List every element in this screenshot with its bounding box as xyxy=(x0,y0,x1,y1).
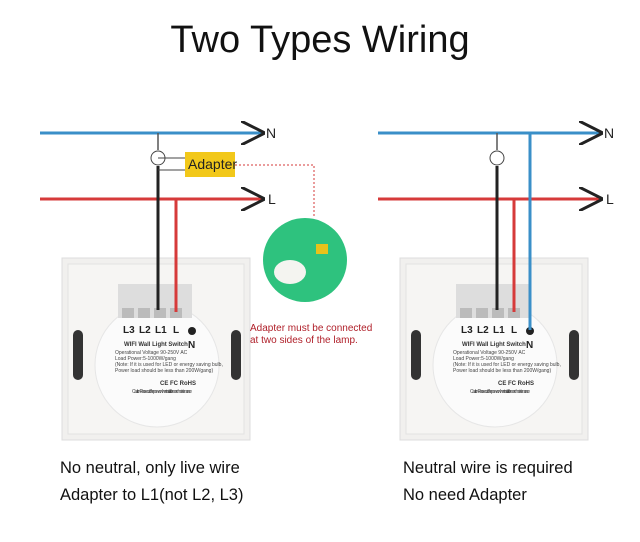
spec-line: Power load should be less than 200W/gang… xyxy=(115,368,213,374)
live-label: L xyxy=(606,191,614,207)
adapter-box xyxy=(185,152,235,177)
adapter-label: Adapter xyxy=(188,156,237,172)
left-caption-line2: Adapter to L1(not L2, L3) xyxy=(60,486,243,504)
spec-line: Load Power:5-1000W/gang xyxy=(115,356,176,362)
certifications: CE FC RoHS xyxy=(160,381,196,387)
live-label: L xyxy=(268,191,276,207)
certifications: CE FC RoHS xyxy=(498,381,534,387)
neutral-label: N xyxy=(604,125,614,141)
switch-title: WIFI Wall Light Switch xyxy=(124,342,188,348)
adapter-note-line1: Adapter must be connected xyxy=(250,323,372,334)
terminal-l1: L1 xyxy=(493,325,505,336)
right-diagram: N L L3 L2 L1 L N WIFI Wall Light Switch … xyxy=(378,125,614,441)
right-caption-line2: No need Adapter xyxy=(403,486,527,504)
terminal-n: N xyxy=(526,340,533,351)
page-title: Two Types Wiring xyxy=(170,19,469,61)
adapter-note-line2: at two sides of the lamp. xyxy=(250,335,358,346)
left-diagram: N L L3 L2 L1 L N WIFI Wall Light Switch … xyxy=(40,125,276,441)
switch-title: WIFI Wall Light Switch xyxy=(462,342,526,348)
terminal-l: L xyxy=(173,325,179,336)
left-caption-line1: No neutral, only live wire xyxy=(60,459,240,477)
adapter-photo xyxy=(263,218,347,302)
terminal-l3: L3 xyxy=(123,325,135,336)
spec-line: Power load should be less than 200W/gang… xyxy=(453,368,551,374)
terminal-l1: L1 xyxy=(155,325,167,336)
caution-text: Caution: Please cut off the power when i… xyxy=(132,389,192,395)
spec-line: (Note: If it is used for LED or energy s… xyxy=(453,362,561,368)
terminal-l3: L3 xyxy=(461,325,473,336)
spec-line: Operational Voltage 90-250V AC xyxy=(453,350,526,356)
terminal-l2: L2 xyxy=(477,325,489,336)
lamp-icon xyxy=(489,150,505,166)
spec-line: Load Power:5-1000W/gang xyxy=(453,356,514,362)
spec-line: Operational Voltage 90-250V AC xyxy=(115,350,188,356)
right-caption-line1: Neutral wire is required xyxy=(403,459,573,477)
terminal-l2: L2 xyxy=(139,325,151,336)
terminal-l: L xyxy=(511,325,517,336)
caution-text: Caution: Please cut off the power when i… xyxy=(470,389,530,395)
neutral-label: N xyxy=(266,125,276,141)
spec-line: (Note: If it is used for LED or energy s… xyxy=(115,362,223,368)
terminal-n: N xyxy=(188,340,195,351)
